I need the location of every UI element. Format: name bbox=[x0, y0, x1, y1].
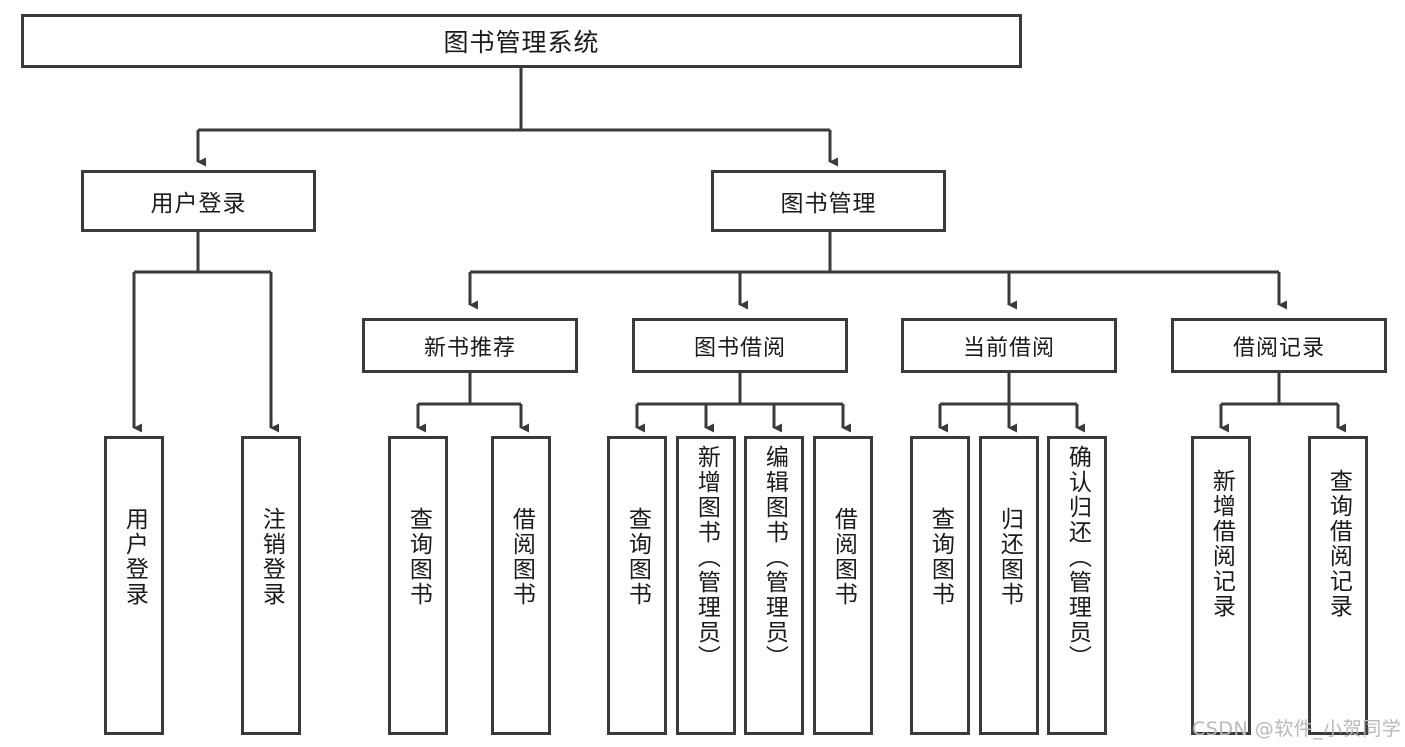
leaf-label: 新增借阅记录 bbox=[1208, 469, 1235, 619]
node-label: 借阅记录 bbox=[1232, 335, 1325, 361]
watermark-text: CSDN @软件_小贺同学 bbox=[1192, 718, 1402, 740]
leaf-label: 归还图书 bbox=[996, 507, 1023, 607]
leaf-label: 查询图书 bbox=[927, 507, 954, 607]
leaf-label: 编辑图书（管理员） bbox=[761, 445, 788, 670]
leaf-label: 用户登录 bbox=[121, 507, 148, 607]
node-label: 图书借阅 bbox=[693, 335, 786, 361]
leaf-label: 注销登录 bbox=[258, 507, 285, 607]
leaf-user-login[interactable]: 用户登录 bbox=[104, 436, 164, 735]
node-new-book-recommend[interactable]: 新书推荐 bbox=[362, 318, 578, 373]
leaf-query-book[interactable]: 查询图书 bbox=[607, 436, 667, 735]
leaf-label: 借阅图书 bbox=[830, 507, 857, 607]
leaf-query-borrow-record[interactable]: 查询借阅记录 bbox=[1308, 436, 1368, 735]
node-user-login[interactable]: 用户登录 bbox=[81, 170, 316, 232]
leaf-label: 查询图书 bbox=[405, 507, 432, 607]
leaf-add-borrow-record[interactable]: 新增借阅记录 bbox=[1191, 436, 1251, 735]
leaf-logout[interactable]: 注销登录 bbox=[241, 436, 301, 735]
node-root-system[interactable]: 图书管理系统 bbox=[21, 14, 1022, 68]
node-current-borrow[interactable]: 当前借阅 bbox=[901, 318, 1117, 373]
leaf-label: 借阅图书 bbox=[508, 507, 535, 607]
leaf-query-book-recommend[interactable]: 查询图书 bbox=[388, 436, 448, 735]
node-label: 用户登录 bbox=[150, 191, 247, 217]
node-book-management[interactable]: 图书管理 bbox=[711, 170, 946, 232]
node-label: 图书管理系统 bbox=[443, 28, 600, 57]
node-label: 当前借阅 bbox=[962, 335, 1055, 361]
leaf-borrow-book-recommend[interactable]: 借阅图书 bbox=[491, 436, 551, 735]
leaf-add-book-admin[interactable]: 新增图书（管理员） bbox=[676, 436, 736, 735]
leaf-confirm-return-admin[interactable]: 确认归还（管理员） bbox=[1047, 436, 1107, 735]
leaf-label: 确认归还（管理员） bbox=[1064, 445, 1091, 670]
csdn-watermark: CSDN @软件_小贺同学 bbox=[1192, 714, 1401, 741]
leaf-return-book[interactable]: 归还图书 bbox=[979, 436, 1039, 735]
node-label: 图书管理 bbox=[780, 191, 877, 217]
leaf-label: 查询借阅记录 bbox=[1325, 469, 1352, 619]
node-book-borrow[interactable]: 图书借阅 bbox=[632, 318, 848, 373]
leaf-borrow-book[interactable]: 借阅图书 bbox=[813, 436, 873, 735]
leaf-label: 查询图书 bbox=[624, 507, 651, 607]
node-borrow-record[interactable]: 借阅记录 bbox=[1171, 318, 1387, 373]
leaf-edit-book-admin[interactable]: 编辑图书（管理员） bbox=[744, 436, 804, 735]
leaf-label: 新增图书（管理员） bbox=[693, 445, 720, 670]
leaf-query-book-current[interactable]: 查询图书 bbox=[910, 436, 970, 735]
node-label: 新书推荐 bbox=[423, 335, 516, 361]
